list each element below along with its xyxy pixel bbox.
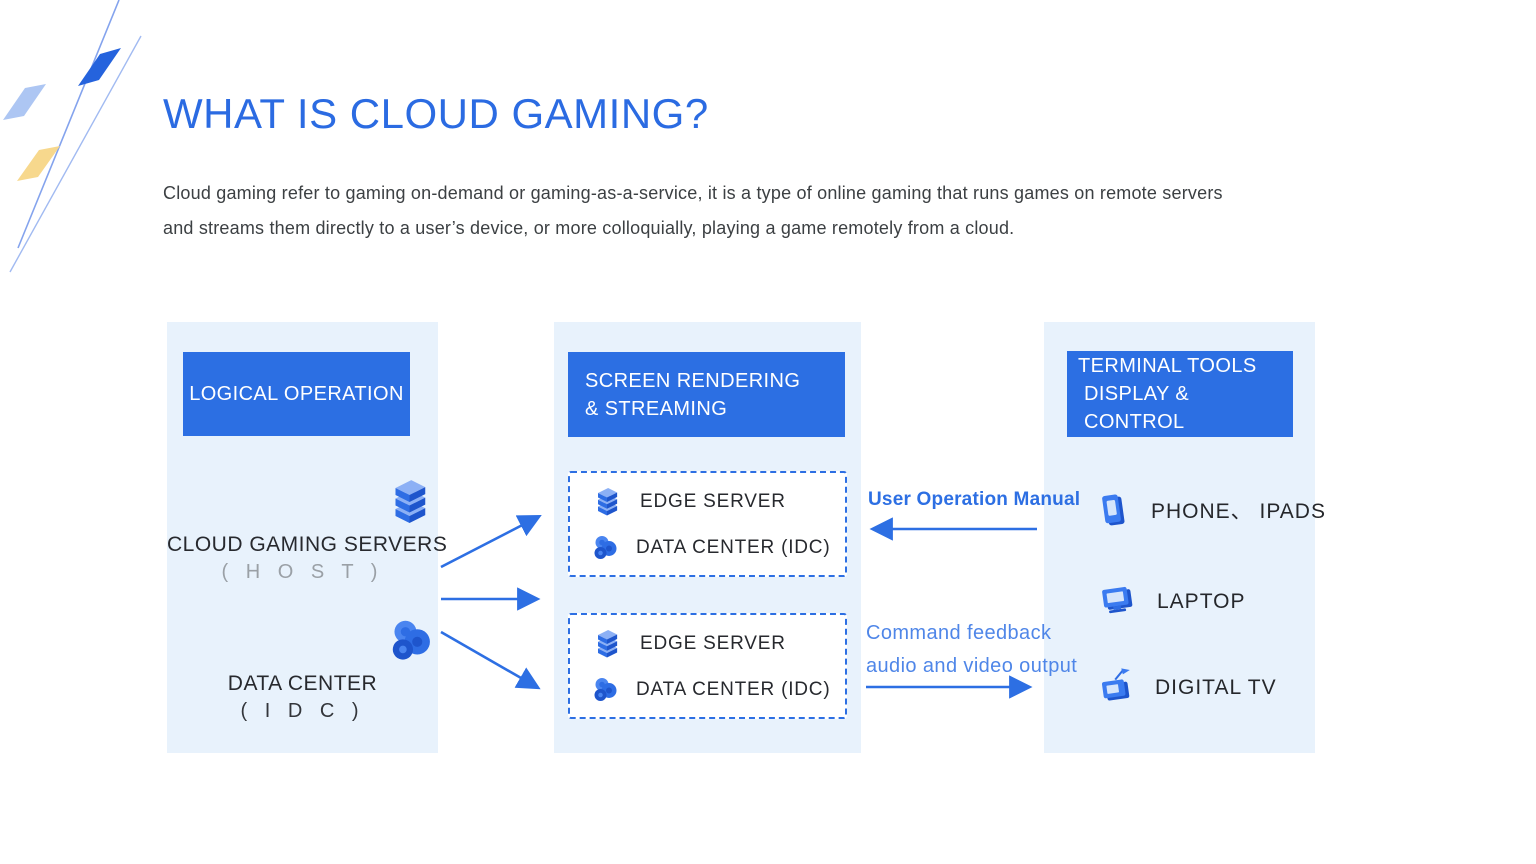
edge-cluster-1: EDGE SERVER DATA CENTER (IDC) [568,471,847,577]
logical-operation-header: LOGICAL OPERATION [183,352,410,436]
decor-line [17,0,120,249]
edge-server-label: EDGE SERVER [640,633,786,654]
terminal-tools-header-line1: TERMINAL TOOLS [1078,355,1257,377]
data-center-icon [589,674,621,706]
data-center-icon [275,614,546,668]
data-center-label: DATA CENTER [227,672,378,695]
decor-diamond-yellow [17,146,60,181]
laptop-icon [1092,580,1140,624]
data-center-idc-label: DATA CENTER (IDC) [636,537,831,558]
corner-decoration [3,0,142,273]
panel-logical-operation: LOGICAL OPERATION CLOUD GAMING SERVERS (… [167,322,448,753]
laptop-row: LAPTOP [1092,580,1245,624]
phone-ipads-label: PHONE、 IPADS [1151,500,1326,523]
phone-ipads-row: PHONE、 IPADS [1092,488,1326,532]
panel-terminal-tools: TERMINAL TOOLS DISPLAY & CONTROL PHONE、 … [1044,322,1325,753]
panel-screen-rendering: SCREEN RENDERING & STREAMING EDGE SERVER… [554,322,861,753]
server-stack-icon [589,626,625,662]
decor-diamond-dark-blue [78,48,121,86]
edge-server-row: EDGE SERVER [589,484,845,520]
screen-rendering-header: SCREEN RENDERING & STREAMING [568,352,845,437]
screen-rendering-header-line2: & STREAMING [585,397,728,420]
description-line-1: Cloud gaming refer to gaming on-demand o… [163,183,1223,203]
edge-server-label: EDGE SERVER [640,491,786,512]
laptop-label: LAPTOP [1157,590,1246,613]
page-description: Cloud gaming refer to gaming on-demand o… [163,176,1223,246]
edge-server-row: EDGE SERVER [589,626,845,662]
data-center-icon [589,532,621,564]
server-stack-icon [589,484,625,520]
data-center-idc-label: DATA CENTER (IDC) [636,679,831,700]
host-sublabel: ( H O S T ) [221,561,384,583]
decor-diamond-light-blue [3,84,46,120]
page-title: WHAT IS CLOUD GAMING? [163,90,709,137]
audio-video-output-label: audio and video output [866,655,1078,677]
idc-sublabel: ( I D C ) [240,700,365,722]
terminal-tools-header: TERMINAL TOOLS DISPLAY & CONTROL [1067,351,1293,437]
screen-rendering-header-line1: SCREEN RENDERING [585,369,801,392]
logical-operation-header-label: LOGICAL OPERATION [189,382,404,405]
command-feedback-label: Command feedback [866,622,1052,644]
description-line-2: and streams them directly to a user’s de… [163,218,1015,238]
digital-tv-label: DIGITAL TV [1155,676,1277,699]
phone-icon [1092,488,1134,532]
digital-tv-icon [1092,666,1138,710]
decor-line [9,35,142,273]
digital-tv-row: DIGITAL TV [1092,666,1277,710]
cloud-gaming-servers-label: CLOUD GAMING SERVERS [167,533,448,556]
server-stack-icon [274,474,545,530]
data-center-row: DATA CENTER (IDC) [589,532,845,564]
terminal-tools-header-line2: DISPLAY & CONTROL [1084,383,1190,433]
user-operation-manual-label: User Operation Manual [868,489,1081,510]
edge-cluster-2: EDGE SERVER DATA CENTER (IDC) [568,613,847,719]
data-center-row: DATA CENTER (IDC) [589,674,845,706]
